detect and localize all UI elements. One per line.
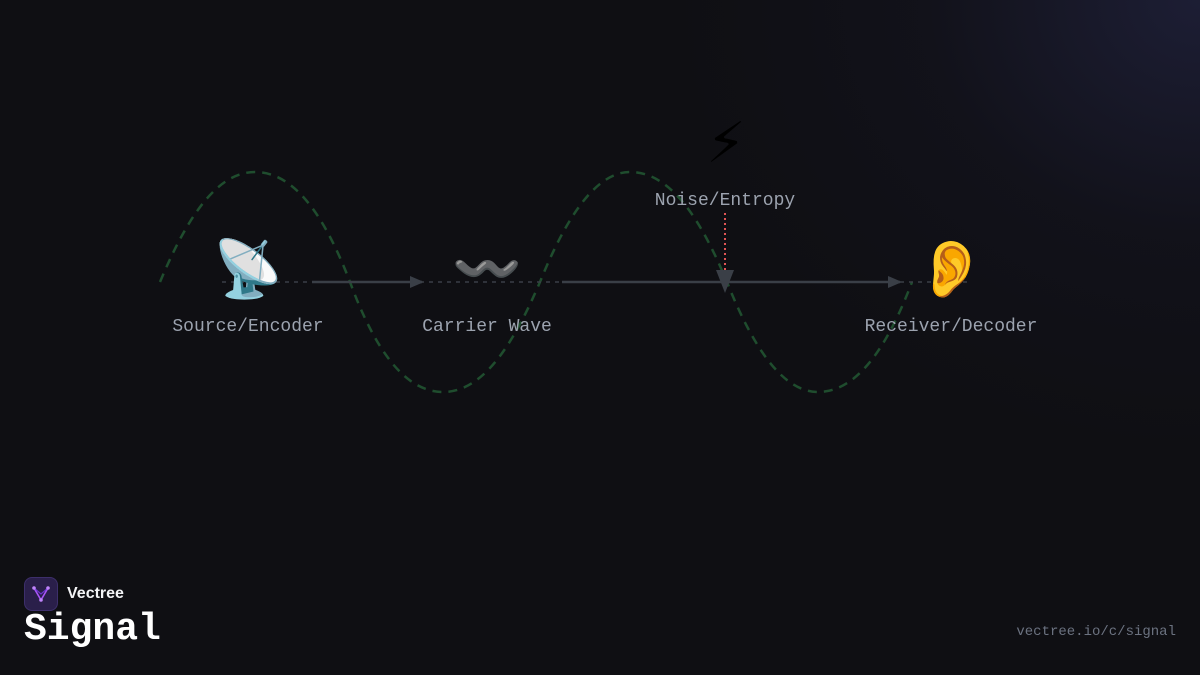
noise-arrowhead: [716, 270, 734, 293]
wavy-dash-icon: 〰️: [452, 237, 522, 302]
vectree-logo-icon: [24, 577, 58, 611]
lightning-icon: ⚡: [706, 111, 746, 176]
satellite-antenna-icon: 📡: [213, 237, 283, 302]
node-label-noise: Noise/Entropy: [654, 191, 796, 211]
node-label-carrier: Carrier Wave: [422, 317, 552, 337]
brand: Vectree: [24, 577, 124, 611]
node-label-receiver: Receiver/Decoder: [864, 317, 1038, 337]
page-title: Signal: [24, 608, 161, 651]
brand-name: Vectree: [67, 585, 124, 602]
ear-icon: 👂: [916, 237, 986, 302]
page-url[interactable]: vectree.io/c/signal: [1016, 624, 1176, 640]
node-label-source: Source/Encoder: [172, 317, 324, 337]
